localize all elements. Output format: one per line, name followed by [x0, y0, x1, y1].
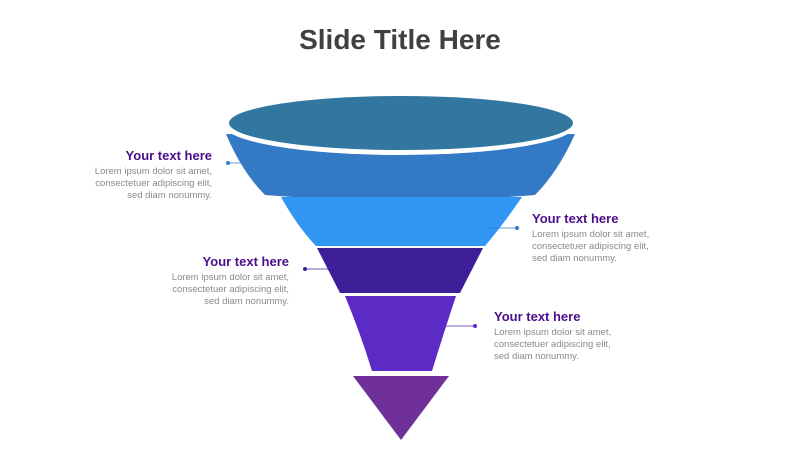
callout-line: sed diam nonummy.: [127, 190, 212, 201]
callout-4: Your text here Lorem ipsum dolor sit ame…: [494, 309, 734, 363]
callout-line: Lorem ipsum dolor sit amet,: [532, 229, 650, 240]
callout-line: consectetuer adipiscing elit,: [532, 241, 649, 252]
callout-body: Lorem ipsum dolor sit amet, consectetuer…: [0, 166, 212, 202]
callout-line: sed diam nonummy.: [532, 253, 617, 264]
funnel-tip: [353, 376, 449, 440]
callout-heading: Your text here: [202, 254, 289, 269]
callout-2: Your text here Lorem ipsum dolor sit ame…: [532, 211, 772, 265]
callout-heading: Your text here: [532, 211, 619, 226]
connector-3: [303, 267, 335, 271]
funnel-level-4: [345, 296, 456, 371]
callout-line: Lorem ipsum dolor sit amet,: [494, 327, 612, 338]
connector-1: [226, 161, 252, 165]
callout-line: sed diam nonummy.: [204, 296, 289, 307]
callout-line: Lorem ipsum dolor sit amet,: [94, 166, 212, 177]
funnel-level-2: [281, 197, 522, 246]
callout-body: Lorem ipsum dolor sit amet, consectetuer…: [494, 327, 734, 363]
callout-line: sed diam nonummy.: [494, 351, 579, 362]
callout-heading: Your text here: [125, 148, 212, 163]
callout-line: consectetuer adipiscing elit,: [95, 178, 212, 189]
callout-heading: Your text here: [494, 309, 581, 324]
callout-line: consectetuer adipiscing elit,: [172, 284, 289, 295]
callout-line: Lorem ipsum dolor sit amet,: [171, 272, 289, 283]
callout-body: Lorem ipsum dolor sit amet, consectetuer…: [49, 272, 289, 308]
callout-body: Lorem ipsum dolor sit amet, consectetuer…: [532, 229, 772, 265]
callout-1: Your text here Lorem ipsum dolor sit ame…: [0, 148, 212, 202]
funnel-level-3: [317, 248, 483, 293]
slide-title: Slide Title Here: [299, 24, 501, 55]
callout-3: Your text here Lorem ipsum dolor sit ame…: [49, 254, 289, 308]
connector-2: [489, 226, 519, 230]
connector-4: [440, 324, 477, 328]
funnel-top-ellipse: [229, 96, 573, 150]
callout-line: consectetuer adipiscing elit,: [494, 339, 611, 350]
